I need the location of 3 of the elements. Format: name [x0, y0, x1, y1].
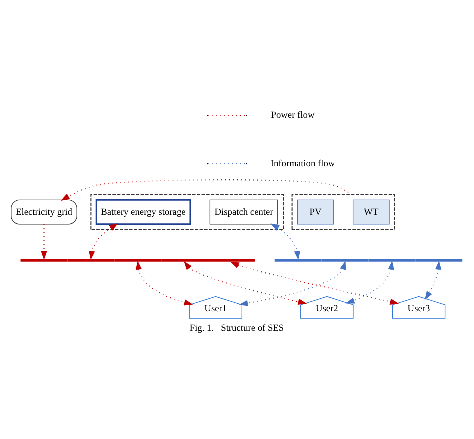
legend-label: Information flow [270, 159, 336, 169]
legend-label: Power flow [271, 110, 315, 121]
caption: Fig. 1. Structure of SES [190, 324, 284, 334]
